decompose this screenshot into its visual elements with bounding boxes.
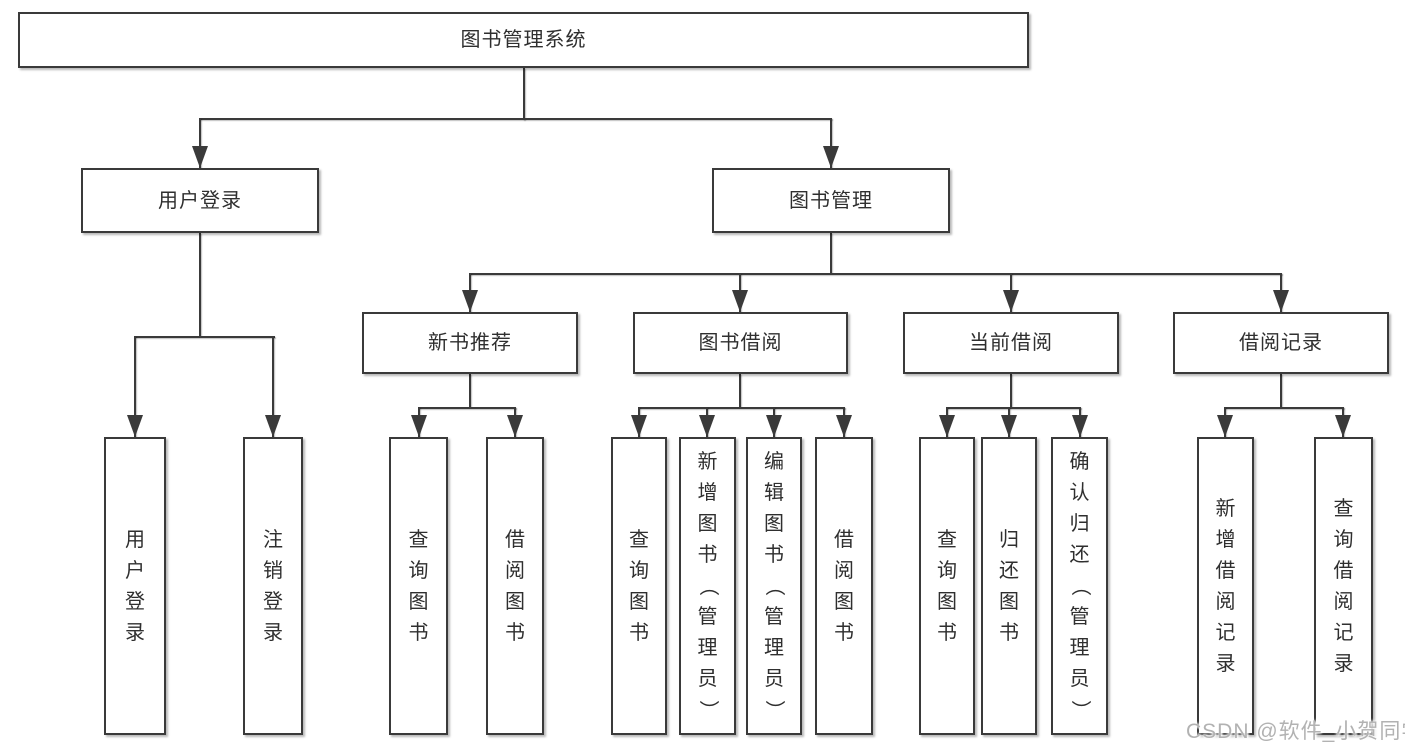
node-book-management: 图书管理 <box>712 168 950 233</box>
arrow-down-icon <box>823 146 839 168</box>
arrow-down-icon <box>766 415 782 437</box>
arrow-down-icon <box>732 290 748 312</box>
connector-line <box>469 374 471 407</box>
arrow-down-icon <box>1335 415 1351 437</box>
connector-line <box>418 407 516 409</box>
arrow-down-icon <box>836 415 852 437</box>
connector-line <box>739 374 741 407</box>
connector-line <box>272 336 274 437</box>
connector-line <box>199 233 201 336</box>
arrow-down-icon <box>699 415 715 437</box>
leaf-add-books-admin: 新增图书（管理员） <box>679 437 736 735</box>
node-borrowing-records: 借阅记录 <box>1173 312 1389 374</box>
connector-line <box>830 233 832 273</box>
connector-line <box>199 118 201 168</box>
connector-line <box>134 336 275 338</box>
arrow-down-icon <box>411 415 427 437</box>
arrow-down-icon <box>462 290 478 312</box>
connector-line <box>199 118 832 120</box>
arrow-down-icon <box>939 415 955 437</box>
arrow-down-icon <box>631 415 647 437</box>
arrow-down-icon <box>192 146 208 168</box>
arrow-down-icon <box>1003 290 1019 312</box>
node-library-management-system: 图书管理系统 <box>18 12 1029 68</box>
leaf-borrow-books-borrowing: 借阅图书 <box>815 437 873 735</box>
arrow-down-icon <box>1072 415 1088 437</box>
leaf-user-login: 用户登录 <box>104 437 166 735</box>
leaf-query-books-recommend: 查询图书 <box>389 437 448 735</box>
arrow-down-icon <box>127 415 143 437</box>
leaf-logout: 注销登录 <box>243 437 303 735</box>
watermark: CSDN @软件_小贺同学 <box>1186 720 1405 743</box>
leaf-return-books: 归还图书 <box>981 437 1037 735</box>
connector-line <box>830 118 832 168</box>
connector-line <box>469 273 1282 275</box>
arrow-down-icon <box>507 415 523 437</box>
leaf-query-books-current: 查询图书 <box>919 437 975 735</box>
connector-line <box>1280 374 1282 407</box>
leaf-query-books-borrowing: 查询图书 <box>611 437 667 735</box>
node-current-borrowing: 当前借阅 <box>903 312 1119 374</box>
node-book-borrowing: 图书借阅 <box>633 312 848 374</box>
connector-line <box>638 407 845 409</box>
connector-line <box>1010 374 1012 407</box>
connector-line <box>134 336 136 437</box>
connector-line <box>946 407 1081 409</box>
leaf-add-borrow-record: 新增借阅记录 <box>1197 437 1254 735</box>
connector-line <box>523 68 525 120</box>
arrow-down-icon <box>1001 415 1017 437</box>
leaf-borrow-books-recommend: 借阅图书 <box>486 437 544 735</box>
leaf-query-borrow-record: 查询借阅记录 <box>1314 437 1373 735</box>
leaf-confirm-return-admin: 确认归还（管理员） <box>1051 437 1108 735</box>
connector-line <box>1224 407 1344 409</box>
arrow-down-icon <box>265 415 281 437</box>
arrow-down-icon <box>1217 415 1233 437</box>
node-new-book-recommend: 新书推荐 <box>362 312 578 374</box>
leaf-edit-books-admin: 编辑图书（管理员） <box>746 437 802 735</box>
arrow-down-icon <box>1273 290 1289 312</box>
node-user-login: 用户登录 <box>81 168 319 233</box>
